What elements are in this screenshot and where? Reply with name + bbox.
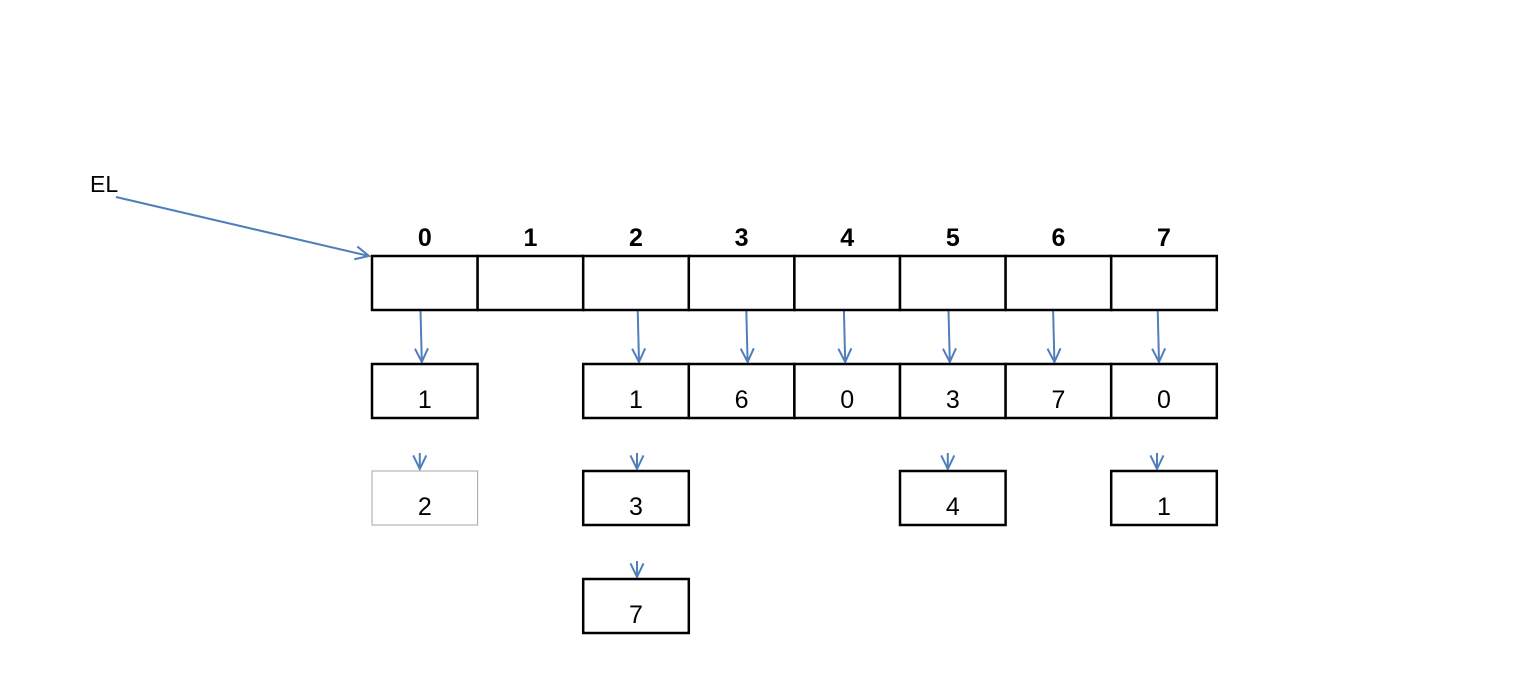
list-node: [1004, 362, 1113, 420]
array-cell: [898, 254, 1007, 312]
index-label: 4: [840, 224, 854, 252]
index-label: 1: [523, 224, 537, 252]
node-value: 7: [629, 601, 643, 629]
node-value: 6: [735, 386, 749, 414]
array-cell: [1109, 254, 1219, 312]
labels: 0 1 2 3 4 5 6 7 1 2 1 3 7 6 0 3 4 7 0 1 EL: [90, 171, 1171, 629]
index-label: 3: [735, 224, 749, 252]
list-node: [371, 470, 479, 526]
node-value: 4: [946, 493, 960, 521]
index-label: 0: [418, 224, 432, 252]
pointer-arrow: [629, 453, 645, 472]
pointer-arrow: [940, 453, 956, 472]
list-node: [370, 362, 479, 420]
pointer-arrow: [629, 561, 645, 580]
node-value: 1: [418, 386, 432, 414]
node-value: 1: [629, 386, 643, 414]
array-cell: [1004, 254, 1113, 312]
el-label: EL: [90, 171, 118, 197]
list-node: [1109, 362, 1219, 420]
list-node: [581, 362, 691, 420]
array-cell: [793, 254, 902, 312]
node-value: 1: [1157, 493, 1171, 521]
list-node: [793, 362, 902, 420]
node-value: 0: [1157, 386, 1171, 414]
index-label: 2: [629, 224, 643, 252]
node-value: 0: [840, 386, 854, 414]
list-node: [898, 469, 1007, 527]
node-value: 2: [418, 493, 432, 521]
array-cell: [581, 254, 691, 312]
array-cell: [687, 254, 796, 312]
node-value: 3: [946, 386, 960, 414]
list-node: [581, 469, 691, 527]
list-node: [581, 577, 691, 635]
list-node: [1109, 469, 1219, 527]
index-label: 6: [1051, 224, 1065, 252]
cells: [370, 254, 1219, 635]
list-node: [898, 362, 1007, 420]
array-cell: [476, 254, 585, 312]
el-pointer-arrow: [115, 196, 372, 261]
index-label: 5: [946, 224, 960, 252]
node-value: 3: [629, 493, 643, 521]
index-label: 7: [1157, 224, 1171, 252]
pointer-arrow: [1149, 453, 1165, 472]
pointer-arrow: [412, 453, 428, 472]
node-value: 7: [1051, 386, 1065, 414]
array-cell: [370, 254, 479, 312]
